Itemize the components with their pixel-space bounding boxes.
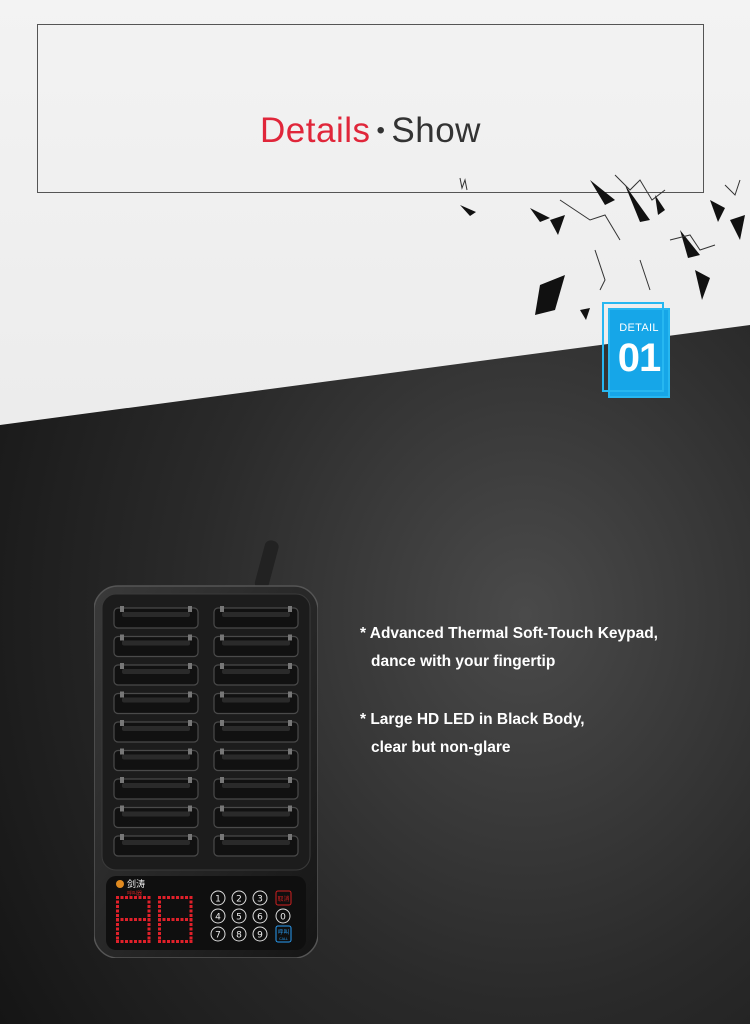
detail-badge: DETAIL 01	[602, 302, 670, 398]
feature-item: * Large HD LED in Black Body, clear but …	[360, 706, 730, 762]
feature-line: dance with your fingertip	[371, 653, 556, 670]
title-accent: Details	[260, 111, 371, 150]
svg-text:取消: 取消	[277, 895, 289, 903]
svg-text:CALL: CALL	[279, 937, 288, 941]
svg-text:6: 6	[257, 913, 263, 923]
feature-line: * Large HD LED in Black Body,	[360, 711, 585, 728]
feature-list: * Advanced Thermal Soft-Touch Keypad, da…	[360, 620, 730, 792]
pager-slot	[113, 748, 199, 772]
pager-slot	[213, 777, 299, 800]
svg-text:7: 7	[215, 931, 221, 941]
feature-line: clear but non-glare	[371, 739, 511, 756]
keypad-key[interactable]: 7	[210, 926, 226, 942]
brand-sub-text: 呼叫器	[127, 890, 142, 897]
keypad-key[interactable]: 4	[210, 908, 226, 924]
svg-text:5: 5	[236, 913, 242, 923]
led-digit	[116, 896, 151, 943]
brand-logo-text: 剑涛	[127, 878, 145, 890]
keypad-key[interactable]: 3	[252, 890, 268, 906]
title-rest: Show	[391, 111, 481, 150]
keypad-key[interactable]: 8	[231, 926, 247, 942]
svg-text:4: 4	[215, 913, 221, 923]
svg-text:2: 2	[236, 895, 242, 905]
keypad-key[interactable]: 5	[231, 908, 247, 924]
led-display	[116, 896, 193, 943]
keypad-key[interactable]: 6	[252, 908, 268, 924]
feature-line: * Advanced Thermal Soft-Touch Keypad,	[360, 625, 658, 642]
pager-slot	[213, 834, 299, 857]
pager-slot	[213, 720, 299, 743]
pager-slot	[113, 606, 199, 629]
pager-slot	[113, 634, 199, 658]
pager-slot	[113, 691, 199, 715]
svg-text:1: 1	[215, 895, 221, 905]
pager-slot	[113, 663, 199, 686]
title-separator: •	[376, 117, 386, 144]
svg-text:8: 8	[236, 931, 242, 941]
feature-item: * Advanced Thermal Soft-Touch Keypad, da…	[360, 620, 730, 676]
cancel-key[interactable]: 取消	[275, 890, 292, 906]
pager-slot	[213, 691, 299, 715]
pager-slot	[213, 606, 299, 629]
svg-text:0: 0	[280, 913, 286, 923]
pager-slot	[213, 748, 299, 772]
title-frame: Details•Show	[37, 24, 704, 193]
pager-slot	[113, 834, 199, 857]
keypad-key[interactable]: 9	[252, 926, 268, 942]
badge-number: 01	[617, 336, 662, 380]
antenna	[254, 540, 279, 590]
pager-slots	[113, 606, 299, 857]
pager-slot	[213, 805, 299, 829]
pager-slot	[213, 634, 299, 658]
pager-slot	[113, 777, 199, 800]
keypad-key[interactable]: 1	[210, 890, 226, 906]
pager-slot	[113, 805, 199, 829]
shatter-decoration	[459, 174, 745, 320]
brand-logo-icon	[116, 880, 124, 888]
badge-label: DETAIL	[619, 322, 659, 334]
pager-slot	[113, 720, 199, 743]
keypad-key[interactable]: 2	[231, 890, 247, 906]
pager-slot	[213, 663, 299, 686]
page-title: Details•Show	[38, 111, 703, 151]
keypad-key[interactable]: 0	[275, 908, 291, 924]
led-digit	[158, 896, 193, 943]
svg-text:9: 9	[257, 931, 263, 941]
svg-text:呼叫: 呼叫	[278, 928, 289, 936]
svg-text:3: 3	[257, 895, 263, 905]
